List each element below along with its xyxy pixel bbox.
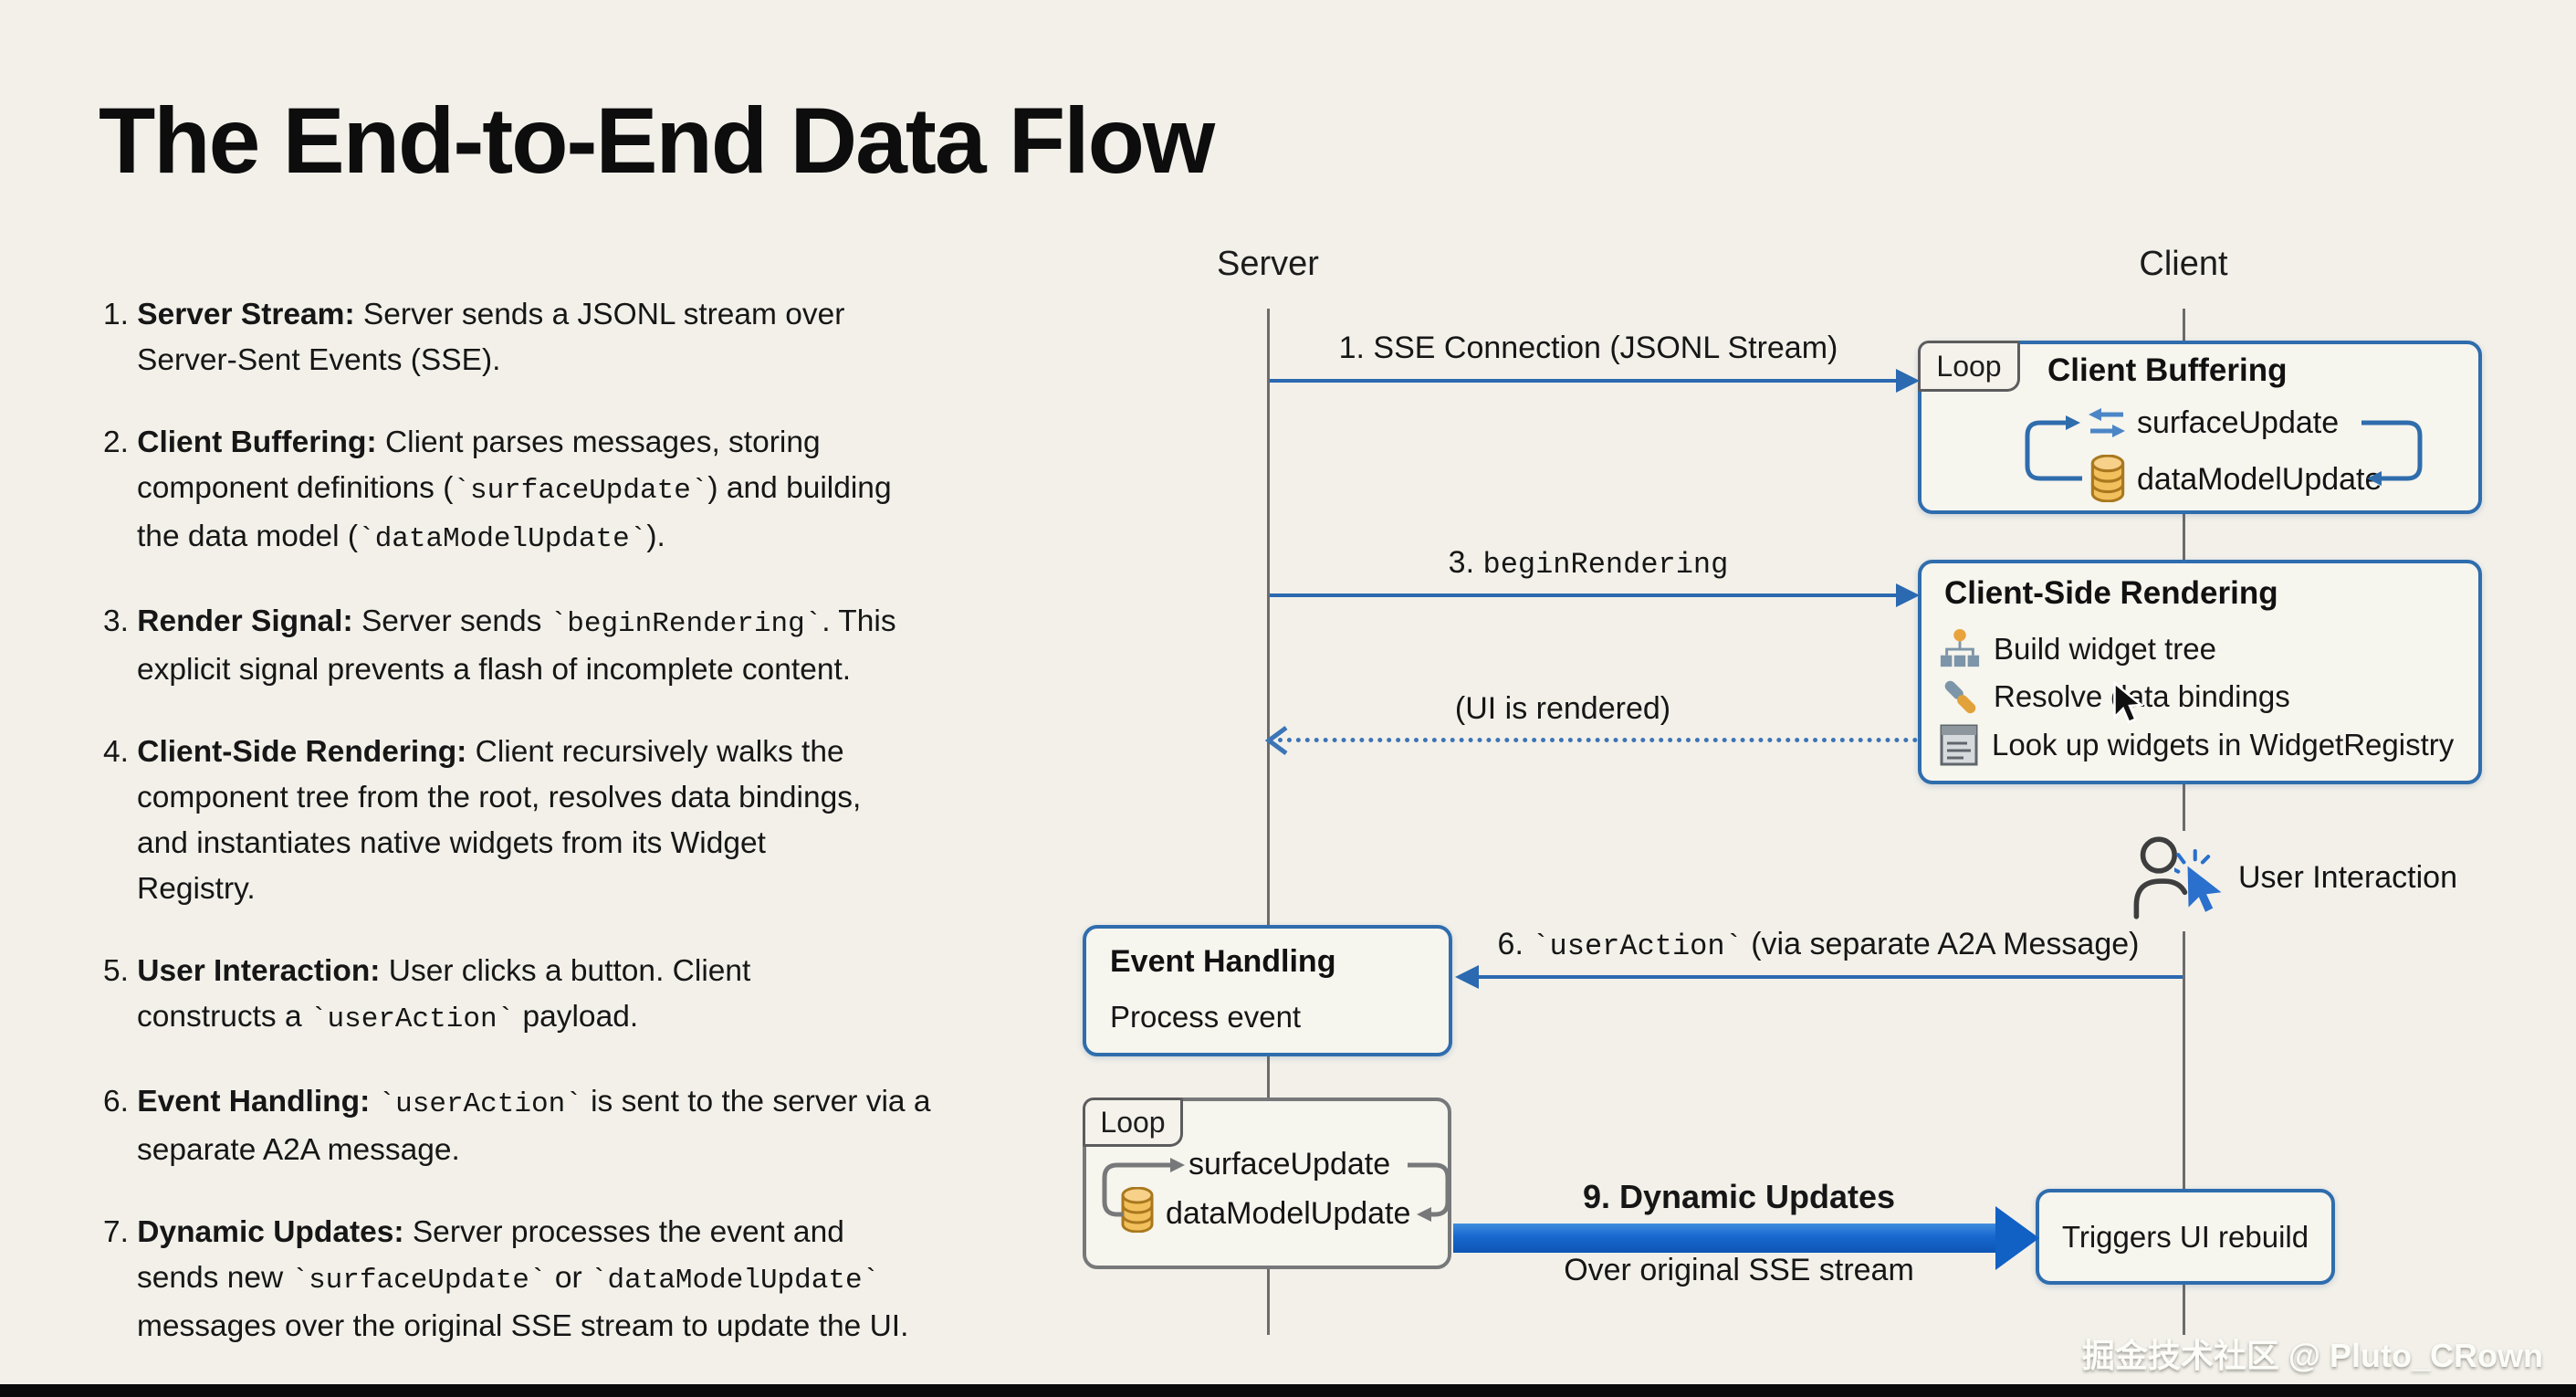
message-3-label: 3. beginRendering (1448, 545, 1729, 582)
loop-box-tab: Loop (1083, 1098, 1183, 1147)
list-item-number: 2. (103, 425, 138, 459)
client-buffering-title: Client Buffering (2047, 352, 2288, 388)
client-lifeline (2183, 309, 2185, 1335)
list-item-number: 4. (103, 735, 138, 769)
message-9-thick-arrow (1453, 1224, 1997, 1253)
database-icon (1121, 1187, 1154, 1233)
bottom-bar (0, 1384, 2576, 1397)
widget-tree-icon (1940, 628, 1980, 667)
list-item: 4. Client-Side Rendering: Client recursi… (103, 735, 862, 906)
csr-item-build-widget-tree: Build widget tree (1939, 628, 2216, 670)
csr-item-label: Build widget tree (1994, 632, 2216, 666)
message-9-arrowhead-icon (1995, 1206, 2039, 1270)
list-item: 1. Server Stream: Server sends a JSONL s… (103, 298, 845, 377)
server-actor-label: Server (1217, 245, 1319, 283)
message-3-line (1270, 593, 1900, 597)
csr-item-resolve-data-bindings: Resolve data bindings (1939, 676, 2290, 718)
widget-registry-icon (1940, 724, 1978, 766)
message-1-line (1270, 379, 1900, 383)
message-6-arrowhead-icon (1455, 965, 1479, 989)
client-side-rendering-title: Client-Side Rendering (1944, 575, 2278, 611)
list-item-number: 1. (103, 298, 138, 331)
mouse-cursor (2113, 681, 2143, 724)
loop-row-datamodelupdate: dataModelUpdate (1166, 1196, 1411, 1231)
client-buffering-loop-tab: Loop (1918, 341, 2020, 392)
user-interaction-label: User Interaction (2238, 860, 2457, 895)
loop-row-surfaceupdate: surfaceUpdate (1189, 1147, 1391, 1182)
ui-rendered-dashed-line (1278, 738, 1918, 742)
event-handling-body: Process event (1110, 1000, 1302, 1034)
swap-icon (2089, 408, 2125, 437)
client-side-rendering-box (1918, 560, 2482, 784)
list-item-number: 3. (103, 604, 138, 638)
event-handling-box (1083, 925, 1452, 1056)
list-item-number: 6. (103, 1085, 138, 1119)
csr-item-label: Resolve data bindings (1994, 679, 2290, 713)
list-item: 5. User Interaction: User clicks a butto… (103, 954, 751, 1035)
message-9-subtitle: Over original SSE stream (1564, 1253, 1914, 1287)
buffering-loop-arrows-icon (2025, 415, 2423, 486)
ui-rendered-open-arrowhead-icon (1264, 725, 1288, 756)
message-1-label: 1. SSE Connection (JSONL Stream) (1338, 331, 1838, 365)
client-actor-label: Client (2139, 245, 2228, 283)
list-item: 6. Event Handling: `userAction` is sent … (103, 1085, 931, 1167)
csr-item-label: Look up widgets in WidgetRegistry (1992, 728, 2455, 762)
list-item: 3. Render Signal: Server sends `beginRen… (103, 604, 896, 687)
triggers-ui-rebuild-label: Triggers UI rebuild (2061, 1219, 2309, 1254)
message-1-arrowhead-icon (1896, 369, 1920, 393)
list-item-number: 7. (103, 1215, 138, 1249)
buffering-row-surfaceupdate: surfaceUpdate (2137, 405, 2340, 440)
watermark: 掘金技术社区 @ Pluto_CRown (2081, 1337, 2543, 1374)
buffering-row-datamodelupdate: dataModelUpdate (2137, 462, 2382, 497)
user-icon (2133, 836, 2188, 919)
message-6-label: 6. `userAction` (via separate A2A Messag… (1497, 927, 2140, 963)
message-3-arrowhead-icon (1896, 583, 1920, 607)
list-item: 7. Dynamic Updates: Server processes the… (103, 1215, 909, 1343)
click-cursor-icon (2174, 849, 2222, 912)
list-item-number: 5. (103, 954, 138, 988)
server-lifeline (1267, 309, 1270, 1335)
database-icon (2090, 455, 2125, 502)
message-9-title: 9. Dynamic Updates (1582, 1178, 1896, 1215)
steps-list: 1. Server Stream: Server sends a JSONL s… (103, 292, 1345, 1386)
triggers-ui-rebuild-box: Triggers UI rebuild (2036, 1189, 2335, 1285)
ui-rendered-label: (UI is rendered) (1454, 691, 1671, 726)
page-title: The End-to-End Data Flow (99, 89, 1215, 193)
event-handling-title: Event Handling (1110, 944, 1336, 979)
message-6-line (1477, 975, 2183, 979)
list-item: 2. Client Buffering: Client parses messa… (103, 425, 892, 555)
data-bindings-icon (1944, 680, 1976, 714)
csr-item-lookup-widgetregistry: Look up widgets in WidgetRegistry (1939, 723, 2454, 767)
loop-arrows-icon (1102, 1158, 1450, 1222)
